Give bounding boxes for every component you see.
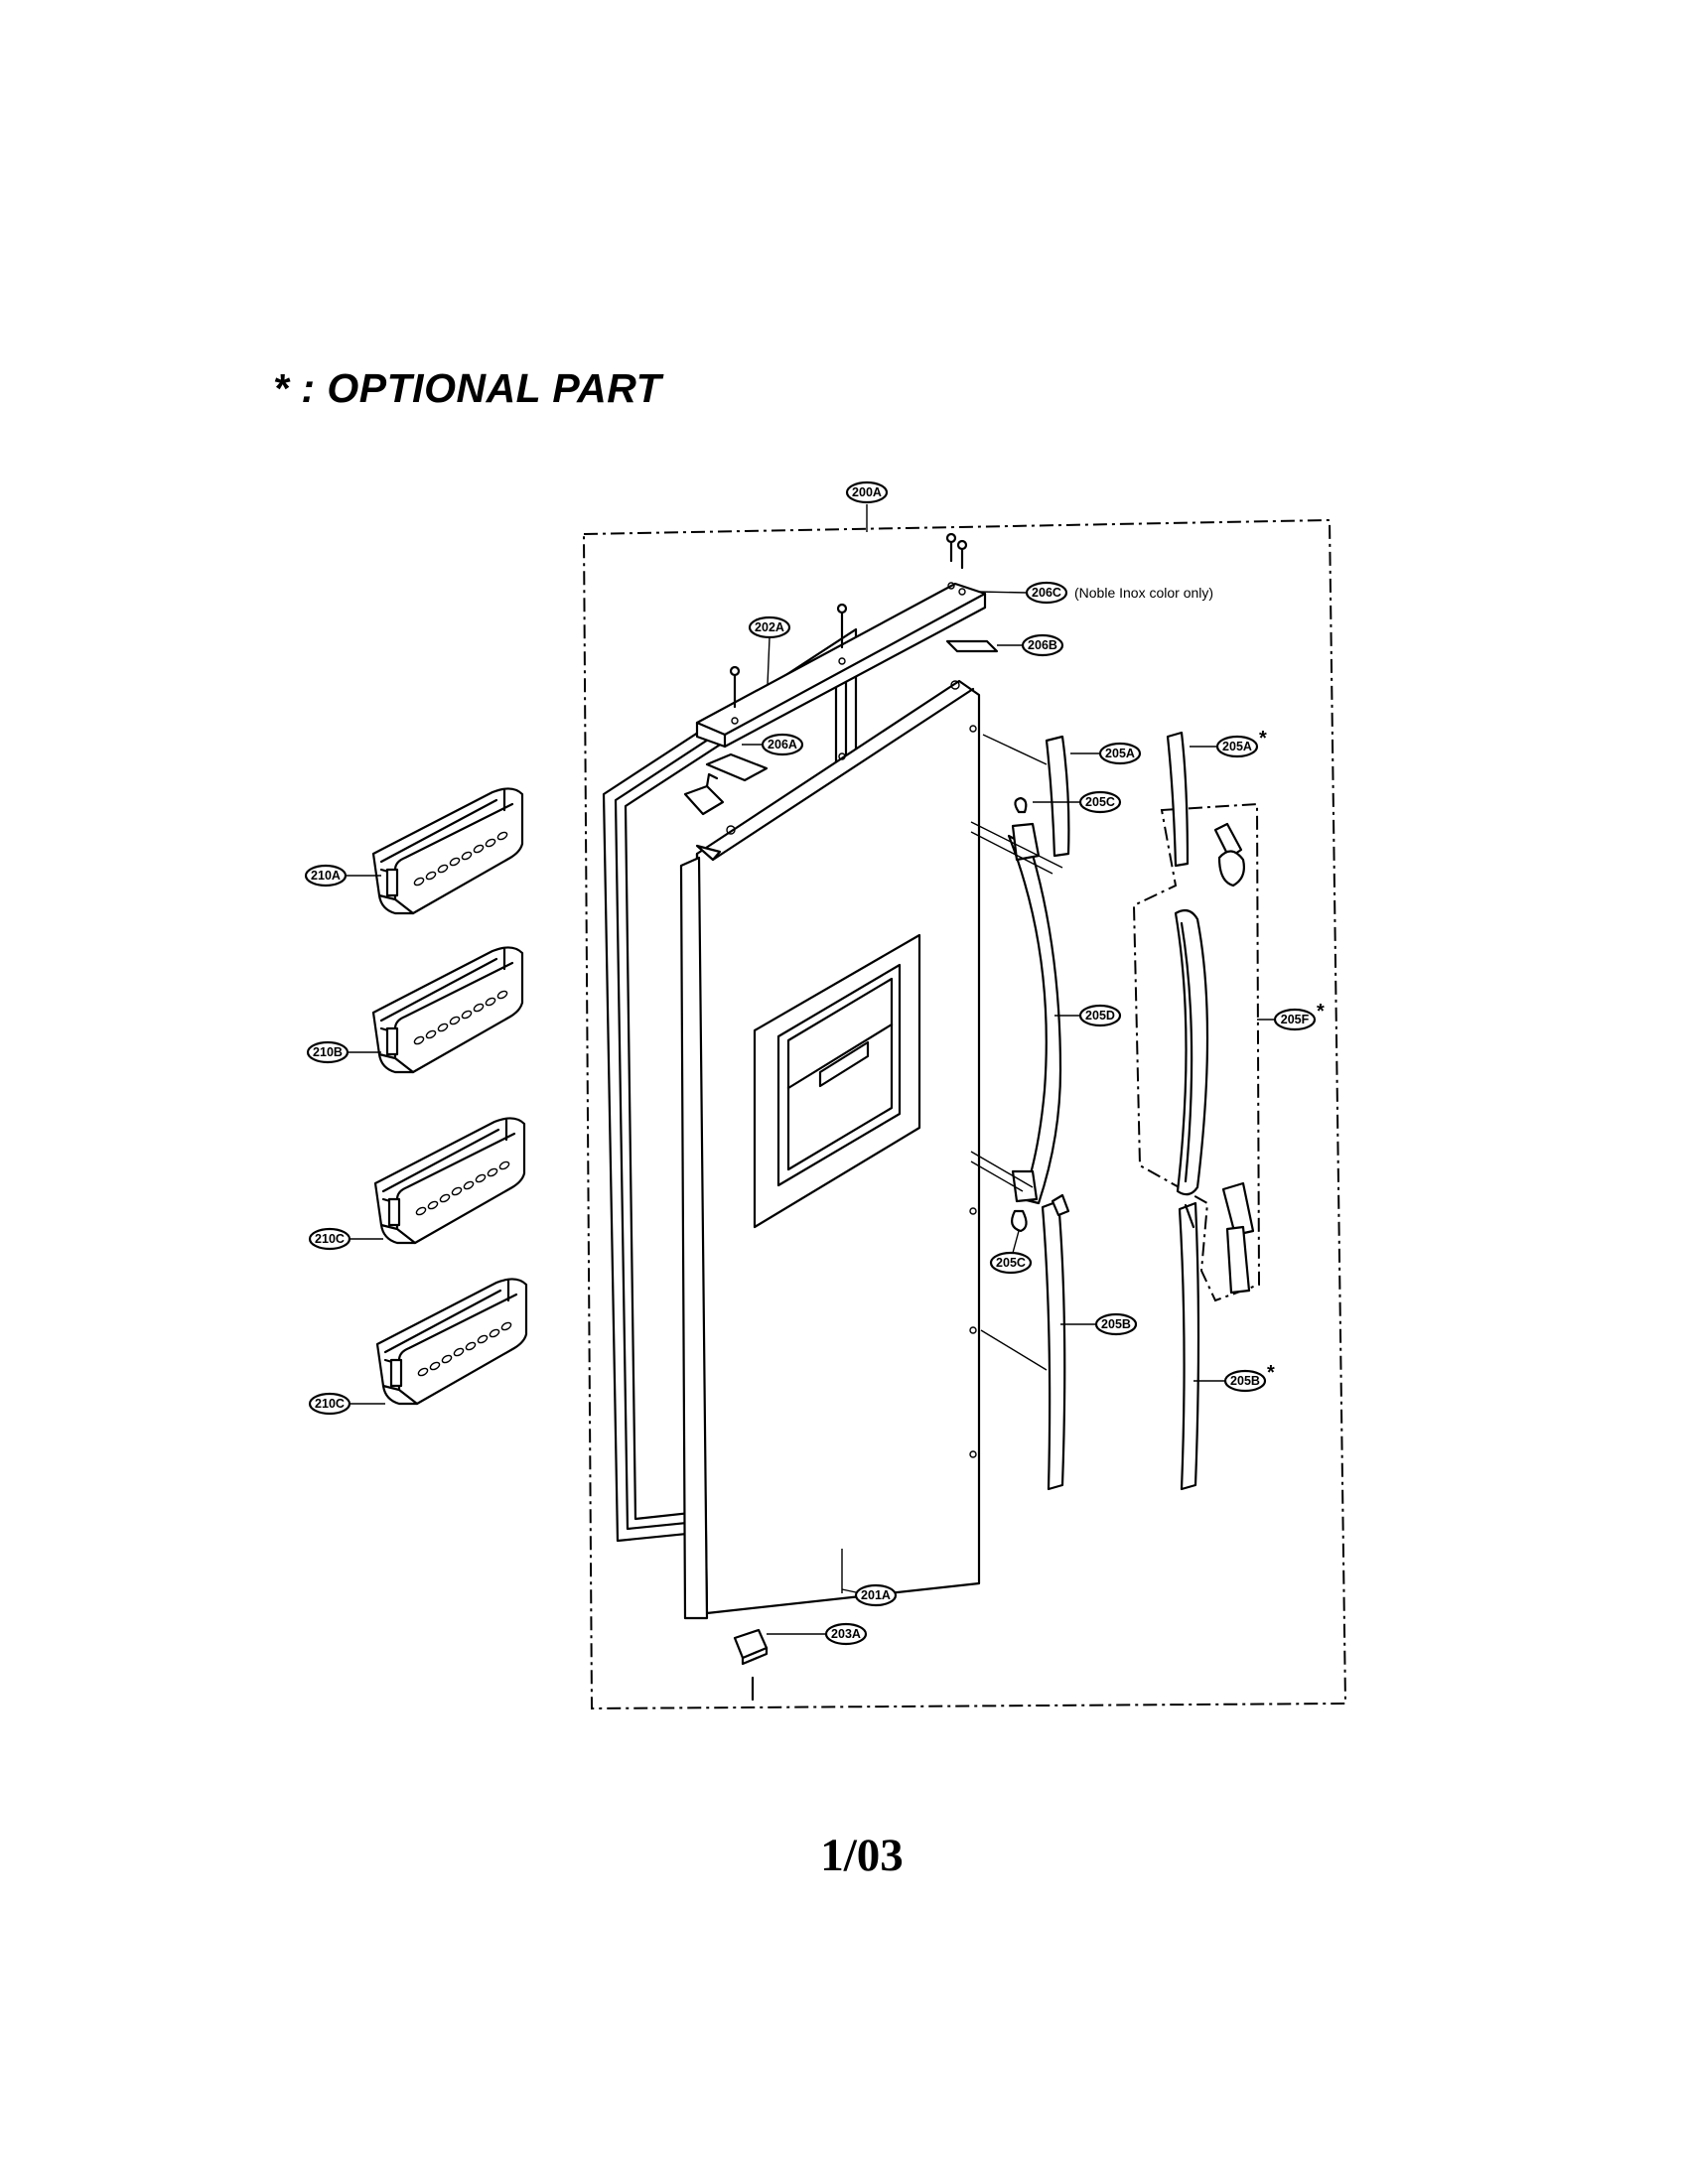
- svg-text:205A: 205A: [1105, 747, 1135, 760]
- svg-text:205B: 205B: [1101, 1317, 1131, 1331]
- callout-210C-upper: 210C: [308, 1227, 351, 1251]
- door-basket-210A: [371, 787, 524, 915]
- door-basket-210B: [371, 946, 524, 1074]
- svg-text:202A: 202A: [755, 620, 784, 634]
- callout-202A: 202A: [748, 615, 791, 639]
- svg-text:205B: 205B: [1230, 1374, 1260, 1388]
- svg-text:210C: 210C: [315, 1397, 345, 1411]
- door-top-cap: [695, 582, 987, 782]
- callout-205C-top: 205C: [1078, 790, 1122, 814]
- callout-205A: 205A: [1098, 742, 1142, 765]
- svg-text:205A: 205A: [1222, 740, 1252, 753]
- refrigerator-door: [679, 679, 981, 1620]
- door-basket-210C-lower: [375, 1278, 528, 1406]
- svg-text:*: *: [1259, 728, 1267, 750]
- svg-text:205C: 205C: [996, 1256, 1026, 1270]
- svg-text:206C: 206C: [1032, 586, 1061, 600]
- callout-200A: 200A: [845, 480, 889, 504]
- callout-205B-optional: 205B *: [1223, 1362, 1275, 1393]
- callout-201A: 201A: [854, 1583, 898, 1607]
- svg-text:203A: 203A: [831, 1627, 861, 1641]
- callout-205A-optional: 205A *: [1215, 728, 1267, 758]
- handle-trim-top: [1045, 735, 1070, 858]
- callout-205D: 205D: [1078, 1004, 1122, 1027]
- svg-text:201A: 201A: [861, 1588, 891, 1602]
- door-handle: [970, 796, 1063, 1233]
- note-noble-inox: (Noble Inox color only): [1074, 585, 1213, 601]
- callout-203A: 203A: [824, 1622, 868, 1646]
- callout-205B: 205B: [1094, 1312, 1138, 1336]
- svg-text:200A: 200A: [852, 485, 882, 499]
- svg-text:206A: 206A: [768, 738, 797, 751]
- callout-210B: 210B: [306, 1040, 350, 1064]
- handle-trim-bottom: [1041, 1199, 1066, 1491]
- callout-206C: 206C: [1025, 581, 1068, 605]
- door-basket-210C-upper: [373, 1117, 526, 1245]
- optional-handle-kit: [1132, 731, 1261, 1491]
- callout-206B: 206B: [1021, 633, 1064, 657]
- callout-205C-bottom: 205C: [989, 1251, 1033, 1275]
- svg-text:205C: 205C: [1085, 795, 1115, 809]
- bracket-206B: [945, 639, 999, 653]
- callout-210C-lower: 210C: [308, 1392, 351, 1416]
- svg-text:205D: 205D: [1085, 1009, 1115, 1023]
- svg-text:210C: 210C: [315, 1232, 345, 1246]
- svg-text:206B: 206B: [1028, 638, 1057, 652]
- callout-205F-optional: 205F *: [1273, 1001, 1325, 1031]
- bottom-hinge: [733, 1628, 769, 1666]
- callout-210A: 210A: [304, 864, 348, 887]
- svg-text:205F: 205F: [1281, 1013, 1310, 1026]
- callout-206A: 206A: [761, 733, 804, 756]
- svg-text:210A: 210A: [311, 869, 341, 883]
- screws: [729, 532, 968, 1702]
- leader-lines: [346, 591, 1275, 1635]
- optional-part-legend: * : OPTIONAL PART: [273, 365, 662, 411]
- svg-text:210B: 210B: [313, 1045, 343, 1059]
- svg-text:*: *: [1267, 1362, 1275, 1384]
- svg-text:*: *: [1317, 1001, 1325, 1023]
- top-hinge: [683, 772, 725, 816]
- page-number: 1/03: [820, 1830, 904, 1881]
